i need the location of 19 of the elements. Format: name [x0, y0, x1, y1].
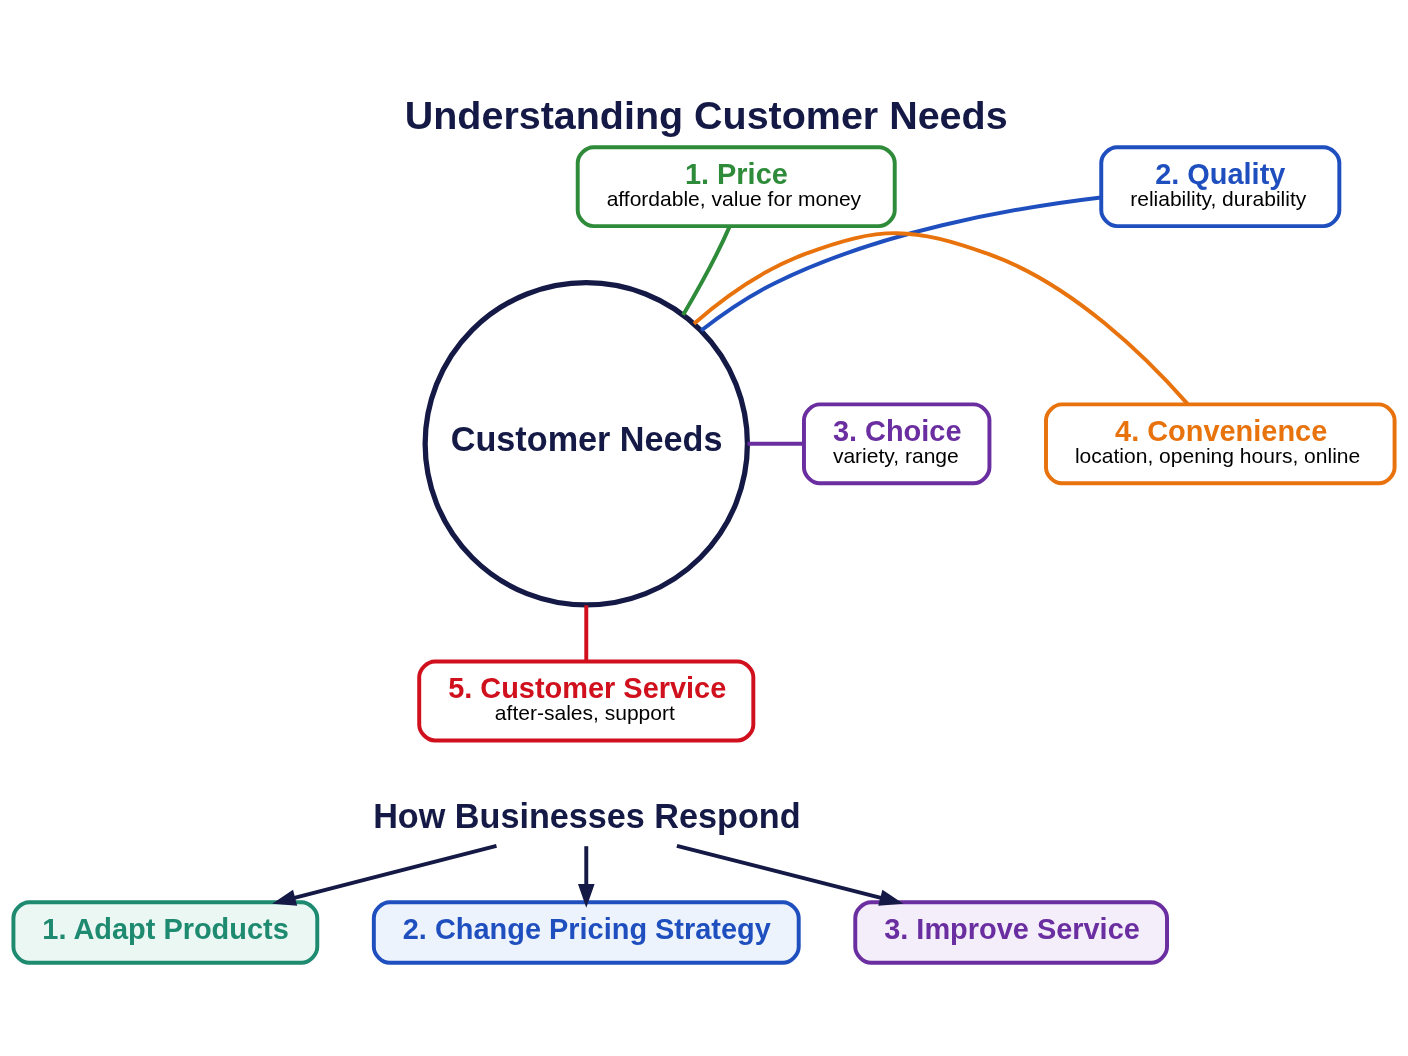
node-box: 1. Adapt Products	[11, 900, 320, 965]
connector	[692, 231, 1190, 406]
node-box: 2. Change Pricing Strategy	[371, 900, 801, 965]
node-box: 4. Convenience location, opening hours, online	[1044, 402, 1397, 486]
node-text: How Businesses Respond	[373, 797, 801, 836]
node-box: 5. Customer Service after-sales, support	[417, 659, 756, 743]
node-box: 3. Choice variety, range	[802, 402, 992, 486]
diagram-title: Understanding Customer Needs	[404, 92, 1008, 137]
node-box: 3. Improve Service	[853, 900, 1169, 965]
connector	[700, 195, 1102, 333]
arrow	[272, 843, 497, 906]
arrow	[577, 846, 595, 908]
node-box: 1. Price affordable, value for money	[575, 145, 897, 229]
connector	[681, 225, 732, 316]
arrow	[676, 843, 904, 906]
connector	[747, 441, 804, 446]
node-circle: Customer Needs	[422, 280, 751, 608]
connector	[584, 605, 589, 662]
node-box: 2. Quality reliability, durability	[1099, 145, 1342, 229]
